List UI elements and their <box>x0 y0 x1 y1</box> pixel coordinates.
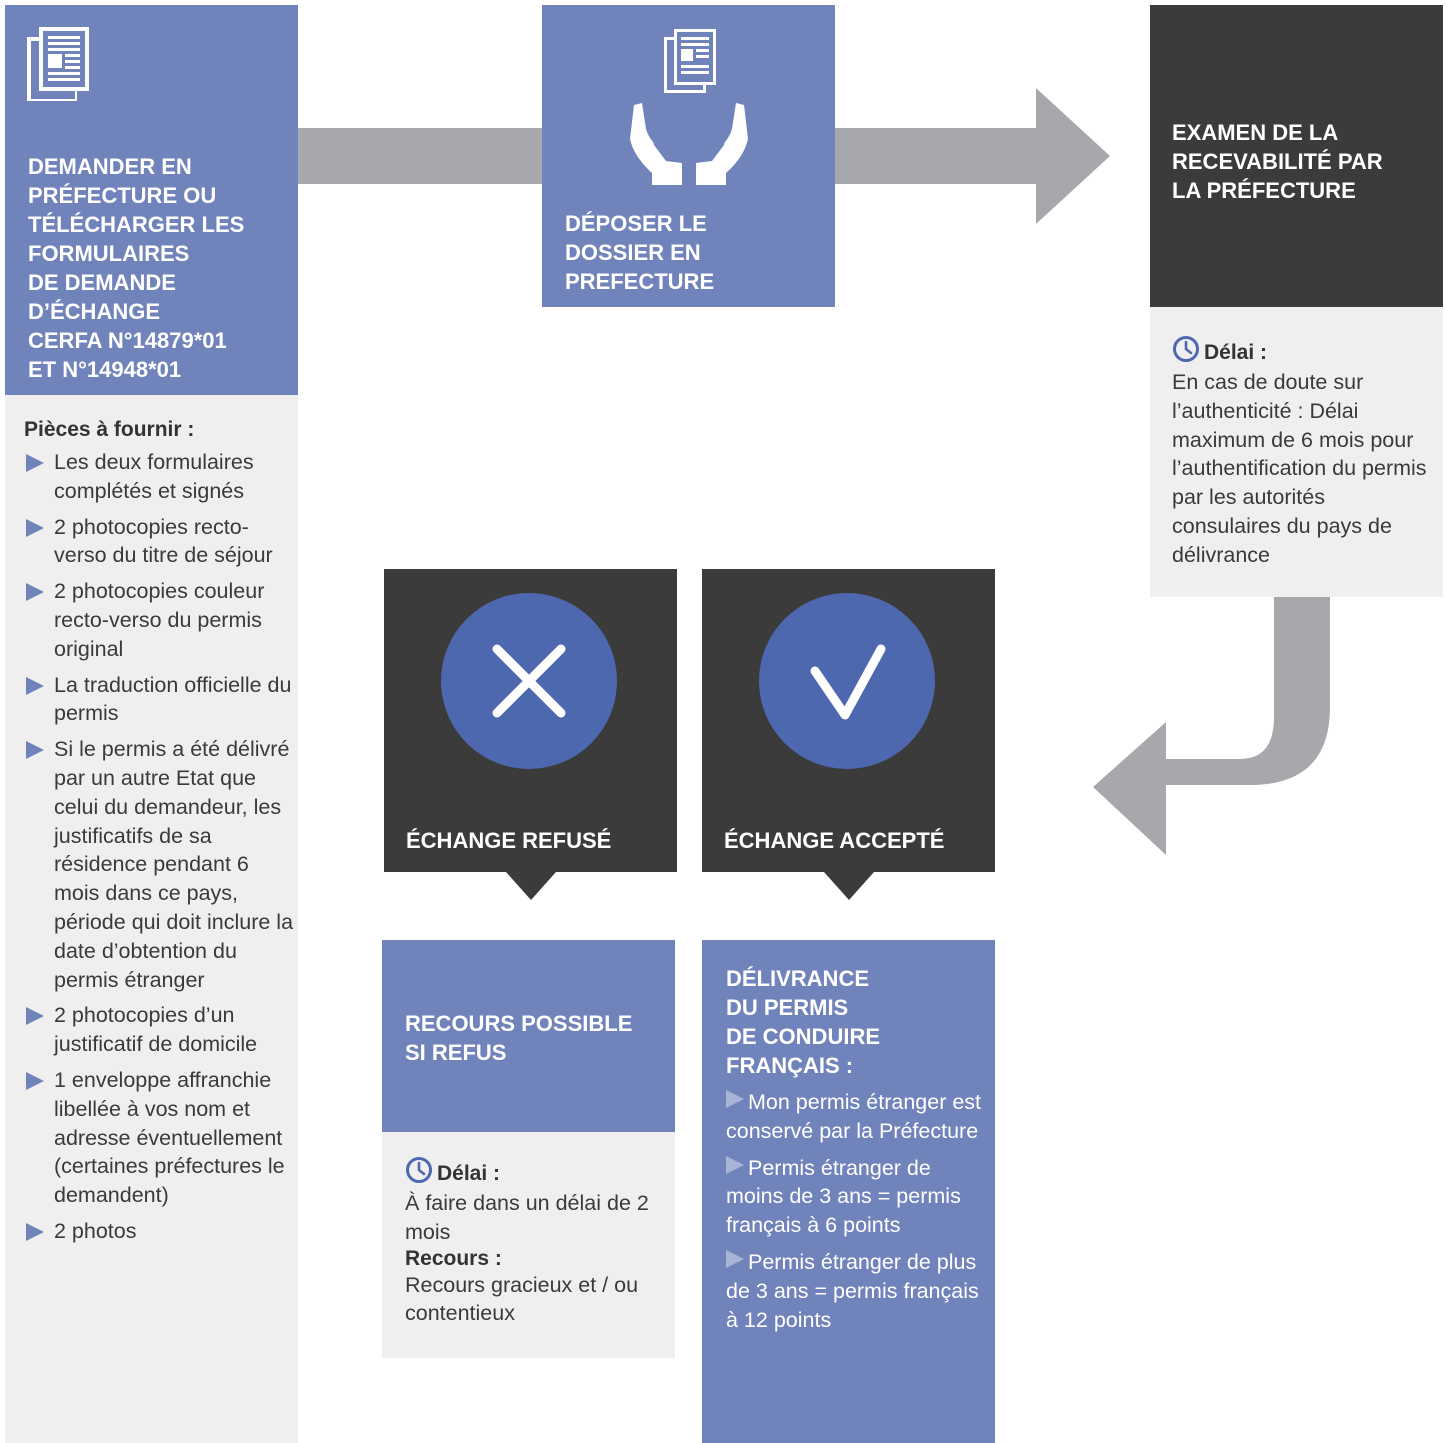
flow-arrow-step1-to-step2 <box>298 128 542 184</box>
bullet-triangle-icon <box>26 1071 44 1090</box>
appeal-box: RECOURS POSSIBLE SI REFUS <box>382 940 675 1132</box>
list-item: Les deux formulaires complétés et signés <box>24 448 294 506</box>
step-request-title: DEMANDER EN PRÉFECTURE OU TÉLÉCHARGER LE… <box>28 154 245 382</box>
clock-icon <box>1172 335 1200 368</box>
bullet-triangle-icon <box>26 741 44 760</box>
list-item: 2 photocopies d’un justificatif de domic… <box>24 1001 294 1059</box>
refused-circle <box>441 593 617 769</box>
license-delivery-box: DÉLIVRANCE DU PERMIS DE CONDUIRE FRANÇAI… <box>702 940 995 1443</box>
outcome-refused: ÉCHANGE REFUSÉ <box>384 569 677 900</box>
delivery-list: Mon permis étranger est conservé par la … <box>726 1088 988 1342</box>
recours-text: Recours gracieux et / ou contentieux <box>405 1272 639 1326</box>
bullet-triangle-icon <box>26 1007 44 1026</box>
bullet-triangle-icon <box>26 583 44 602</box>
document-icon <box>27 27 91 108</box>
appeal-details: Délai : À faire dans un délai de 2 mois … <box>382 1132 675 1358</box>
step-submit-title: DÉPOSER LE DOSSIER EN PREFECTURE <box>565 211 715 294</box>
bullet-triangle-icon <box>726 1155 744 1174</box>
accepted-title: ÉCHANGE ACCEPTÉ <box>724 828 945 853</box>
bullet-triangle-icon <box>26 676 44 695</box>
outcome-accepted: ÉCHANGE ACCEPTÉ <box>702 569 995 900</box>
delivery-title: DÉLIVRANCE DU PERMIS DE CONDUIRE FRANÇAI… <box>726 966 881 1078</box>
delay-label: Délai : <box>437 1162 501 1185</box>
list-item: 2 photocopies couleur recto-verso du per… <box>24 577 294 663</box>
step-review-title: EXAMEN DE LA RECEVABILITÉ PAR LA PRÉFECT… <box>1172 120 1383 203</box>
accepted-circle <box>759 593 935 769</box>
pieces-panel <box>5 395 298 1443</box>
pieces-title: Pièces à fournir : <box>24 418 195 441</box>
refused-pointer <box>506 872 556 900</box>
flow-arrow-step2-to-step3 <box>835 88 1110 224</box>
list-item: Permis étranger de moins de 3 ans = perm… <box>726 1155 961 1238</box>
step-submit-file: DÉPOSER LE DOSSIER EN PREFECTURE <box>542 5 835 307</box>
appeal-title: RECOURS POSSIBLE SI REFUS <box>405 1011 633 1065</box>
clock-icon <box>405 1156 433 1189</box>
step-request-forms: DEMANDER EN PRÉFECTURE OU TÉLÉCHARGER LE… <box>5 5 298 395</box>
delay-text: En cas de doute sur l’authenticité : Dél… <box>1172 370 1427 567</box>
refused-title: ÉCHANGE REFUSÉ <box>406 828 612 853</box>
document-hands-icon <box>626 29 752 196</box>
list-item: La traduction officielle du permis <box>24 671 294 729</box>
bullet-triangle-icon <box>26 518 44 537</box>
check-icon <box>810 644 886 720</box>
recours-label: Recours : <box>405 1246 502 1270</box>
bullet-triangle-icon <box>726 1090 744 1108</box>
accepted-pointer <box>824 872 874 900</box>
list-item: 2 photocopies recto-verso du titre de sé… <box>24 513 294 571</box>
list-item: 2 photos <box>24 1217 294 1246</box>
delay-text: À faire dans un délai de 2 mois <box>405 1191 649 1244</box>
bullet-triangle-icon <box>26 1222 44 1241</box>
bullet-triangle-icon <box>726 1249 744 1268</box>
flow-arrow-step3-to-result <box>1093 597 1330 855</box>
cross-icon <box>492 644 566 718</box>
delay-label: Délai : <box>1204 341 1268 364</box>
list-item: Permis étranger de plus de 3 ans = permi… <box>726 1249 979 1332</box>
review-delay-panel: Délai : En cas de doute sur l’authentici… <box>1150 307 1443 597</box>
list-item: Mon permis étranger est conservé par la … <box>726 1090 982 1143</box>
pieces-list: Les deux formulaires complétés et signés… <box>24 448 294 1253</box>
list-item: Si le permis a été délivré par un autre … <box>24 735 294 994</box>
step-admissibility-review: EXAMEN DE LA RECEVABILITÉ PAR LA PRÉFECT… <box>1150 5 1443 307</box>
list-item: 1 enveloppe affranchie libellée à vos no… <box>24 1066 294 1210</box>
bullet-triangle-icon <box>26 454 44 472</box>
